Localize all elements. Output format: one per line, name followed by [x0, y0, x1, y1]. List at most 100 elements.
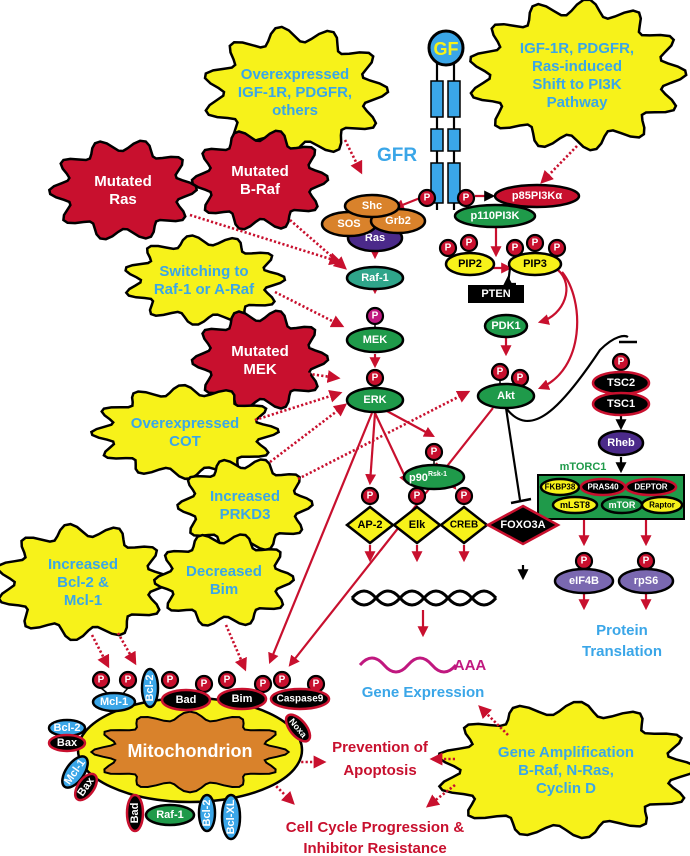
bclxl-bottom-node-label: Bcl-XL	[225, 799, 237, 834]
bad-top-node: Bad	[160, 688, 212, 712]
rps6-node-label: rpS6	[634, 575, 658, 587]
pip3-phospho-2: P	[525, 233, 545, 253]
phospho-label: P	[125, 675, 132, 686]
phospho-label: P	[517, 373, 524, 384]
p90rsk-node: p90Rsk-1	[402, 463, 466, 491]
growth-factor-receptor: GF GFR	[377, 29, 465, 210]
creb-label: CREB	[450, 520, 478, 531]
rps6-node: rpS6	[617, 567, 675, 595]
raf1-node: Raf-1	[345, 265, 405, 291]
gf-label: GF	[434, 39, 459, 59]
mrna: AAA	[358, 656, 486, 674]
deptor-node-label: DEPTOR	[634, 483, 667, 492]
switching-raf-burst-text: Raf-1 or A-Raf	[154, 281, 255, 298]
fkbp38-node: FKBP38	[539, 477, 581, 497]
mcl1-top-node: Mcl-1	[91, 691, 137, 713]
bad-bottom-node-label: Bad	[129, 803, 141, 824]
p110pi3k-node: p110PI3K	[453, 203, 537, 229]
eif4b-phospho: P	[574, 551, 594, 571]
bcl2-top-node-label: Bcl-2	[144, 675, 156, 702]
phospho-label: P	[554, 243, 561, 254]
eif4b-node: eIF4B	[553, 567, 615, 595]
gene-expression-label: Gene Expression	[362, 684, 485, 701]
phospho-label: P	[618, 357, 625, 368]
caspase9-node: Caspase9	[269, 687, 331, 711]
tsc1-node-label: TSC1	[607, 398, 635, 410]
tsc2-node-label: TSC2	[607, 377, 635, 389]
bcl2-left-node: Bcl-2	[47, 718, 87, 738]
mcl1-top-node-label: Mcl-1	[100, 696, 128, 708]
inhibition-lines	[502, 267, 637, 581]
transcription-factors: AP-2 Elk CREB FOXO3A	[344, 504, 561, 546]
phospho-label: P	[431, 447, 438, 458]
outputs: Gene Expression Protein Translation Prev…	[286, 622, 662, 856]
rps6-phospho: P	[636, 551, 656, 571]
increased-bcl2-burst-text: Increased	[48, 556, 118, 573]
phospho-label: P	[497, 367, 504, 378]
deptor-node: DEPTOR	[624, 477, 678, 497]
switching-raf-burst-text: Switching to	[159, 263, 248, 280]
bclxl-bottom-node: Bcl-XL	[220, 793, 242, 841]
pten-node: PTEN	[468, 285, 524, 303]
akt-node: Akt	[476, 382, 536, 410]
phospho-label: P	[466, 238, 473, 249]
protein-translation-line1: Protein	[596, 622, 648, 639]
prevention-apoptosis-line2: Apoptosis	[343, 762, 416, 779]
grb2-node-label: Grb2	[385, 215, 411, 227]
gene-amplification-burst-text: Cyclin D	[536, 780, 596, 797]
prevention-apoptosis-line1: Prevention of	[332, 739, 429, 756]
decreased-bim-burst-text: Decreased	[186, 563, 262, 580]
pi3k-shift-burst-text: IGF-1R, PDGFR,	[520, 40, 634, 57]
tsc1-node: TSC1	[591, 391, 651, 417]
bcl2-top-node: Bcl-2	[140, 667, 160, 709]
pip3-node-label: PIP3	[523, 258, 547, 270]
akt-phospho-1: P	[490, 362, 510, 382]
mtor-node: mTOR	[600, 495, 644, 515]
pdk1-node-label: PDK1	[491, 320, 520, 332]
gene-amplification-burst-text: B-Raf, N-Ras,	[518, 762, 614, 779]
pten-label: PTEN	[481, 288, 510, 300]
pip2-node-label: PIP2	[458, 258, 482, 270]
overexpressed-cot-burst-text: Overexpressed	[131, 415, 239, 432]
bim-phospho-1: P	[217, 670, 237, 690]
erk-phospho: P	[365, 368, 385, 388]
phospho-label: P	[367, 491, 374, 502]
phospho-label: P	[414, 491, 421, 502]
mutated-ras-burst-text: Mutated	[94, 173, 152, 190]
elk-label: Elk	[409, 519, 426, 531]
noxa-node: Noxa	[284, 713, 312, 743]
p110pi3k-node-label: p110PI3K	[471, 210, 520, 222]
phospho-label: P	[260, 679, 267, 690]
increased-prkd3-burst-text: Increased	[210, 488, 280, 505]
caspase9-phospho-1: P	[272, 670, 292, 690]
gfr-label: GFR	[377, 145, 417, 166]
ap2-label: AP-2	[357, 519, 382, 531]
mcl1-phospho-2: P	[118, 670, 138, 690]
p85pi3k-node-label: p85PI3Kα	[512, 190, 562, 202]
pdk1-node: PDK1	[483, 313, 529, 339]
raf1-bottom-node-label: Raf-1	[156, 809, 184, 821]
mlst8-node-label: mLST8	[560, 500, 590, 510]
sos-node: SOS	[320, 210, 378, 238]
phospho-label: P	[461, 491, 468, 502]
phospho-label: P	[463, 193, 470, 204]
creb-phospho: P	[454, 486, 474, 506]
phospho-label: P	[372, 311, 379, 322]
increased-bcl2-burst-text: Mcl-1	[64, 592, 102, 609]
cell-cycle-line1: Cell Cycle Progression &	[286, 819, 465, 836]
raptor-node-label: Raptor	[649, 501, 675, 510]
bad-phospho-2: P	[194, 674, 214, 694]
cell-cycle-line2: Inhibitor Resistance	[303, 840, 446, 856]
overexpressed-cot-burst-text: COT	[169, 433, 201, 450]
bim-phospho-2: P	[253, 674, 273, 694]
receptor-phospho-right: P	[456, 188, 476, 208]
pi3k-shift-burst-text: Shift to PI3K	[532, 76, 621, 93]
increased-prkd3-burst-text: PRKD3	[220, 506, 271, 523]
p85pi3k-node: p85PI3Kα	[493, 183, 581, 209]
